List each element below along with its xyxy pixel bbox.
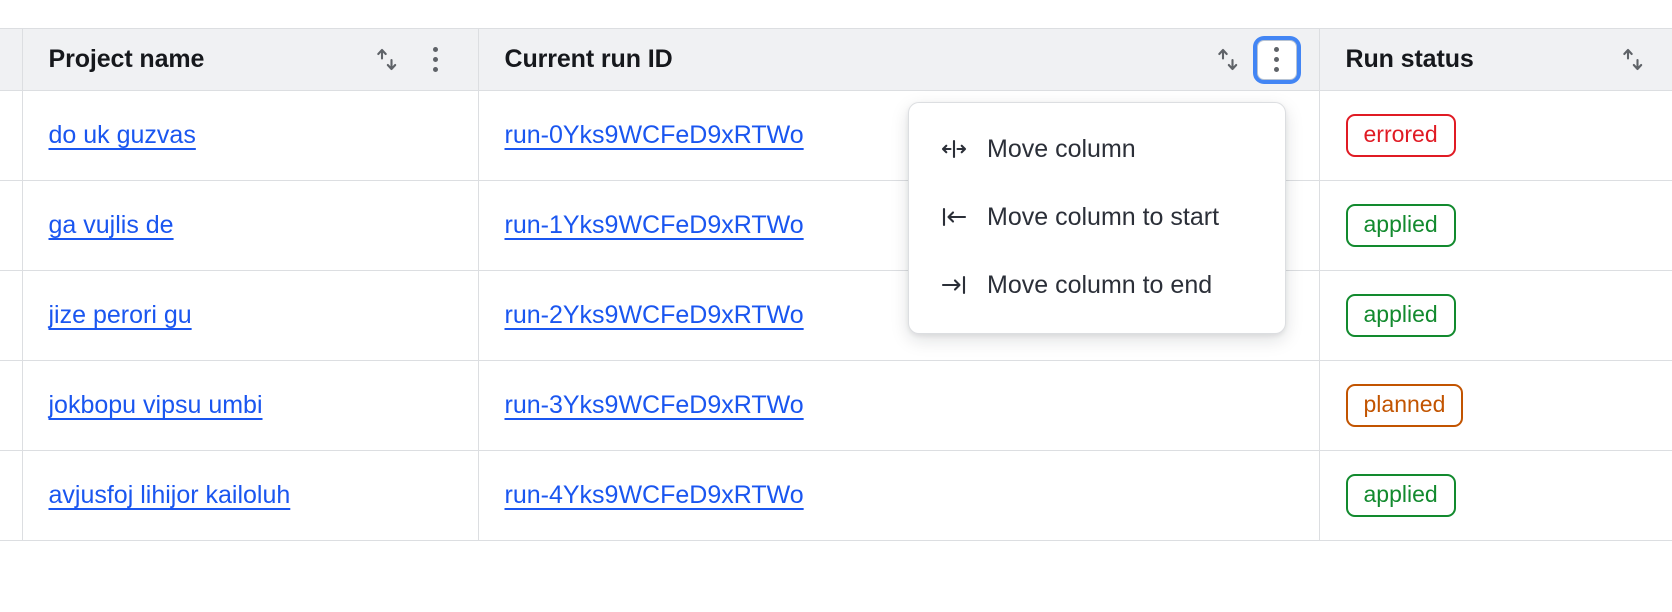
kebab-dots — [1274, 47, 1279, 72]
table-row: ga vujlis de run-1Yks9WCFeD9xRTWo applie… — [0, 180, 1672, 271]
run-id-link[interactable]: run-0Yks9WCFeD9xRTWo — [504, 121, 804, 149]
table-body: do uk guzvas run-0Yks9WCFeD9xRTWo errore… — [0, 90, 1672, 541]
cell-current-run-id: run-4Yks9WCFeD9xRTWo — [478, 450, 1320, 541]
run-id-link[interactable]: run-4Yks9WCFeD9xRTWo — [504, 481, 804, 509]
status-badge: applied — [1345, 473, 1456, 518]
cell-project-name: avjusfoj lihijor kailoluh — [22, 450, 479, 541]
cell-run-status: applied — [1319, 180, 1672, 271]
row-select-cell[interactable] — [0, 180, 23, 271]
project-name-link[interactable]: avjusfoj lihijor kailoluh — [48, 481, 291, 509]
status-badge: errored — [1345, 113, 1456, 158]
column-header-label-run-status: Run status — [1345, 45, 1474, 73]
project-name-link[interactable]: do uk guzvas — [48, 121, 196, 149]
project-name-link[interactable]: ga vujlis de — [48, 211, 174, 239]
cell-project-name: ga vujlis de — [22, 180, 479, 271]
column-header-label-current-run-id: Current run ID — [504, 45, 673, 73]
cell-run-status: planned — [1319, 360, 1672, 451]
run-id-link[interactable]: run-1Yks9WCFeD9xRTWo — [504, 211, 804, 239]
sort-icon[interactable] — [370, 43, 404, 77]
table-header-row: Project name — [0, 28, 1672, 91]
cell-project-name: do uk guzvas — [22, 90, 479, 181]
menu-item-move-column-to-start[interactable]: Move column to start — [909, 183, 1285, 251]
project-name-link[interactable]: jize perori gu — [48, 301, 192, 329]
status-badge: applied — [1345, 203, 1456, 248]
menu-item-label: Move column to start — [987, 202, 1220, 231]
kebab-dots — [433, 47, 438, 72]
column-header-label-project-name: Project name — [48, 45, 205, 73]
menu-item-label: Move column — [987, 134, 1136, 163]
column-header-tools-run-status — [1616, 43, 1650, 77]
cell-project-name: jokbopu vipsu umbi — [22, 360, 479, 451]
table-header: Project name — [0, 28, 1672, 91]
cell-current-run-id: run-3Yks9WCFeD9xRTWo — [478, 360, 1320, 451]
row-select-cell[interactable] — [0, 90, 23, 181]
table-row: avjusfoj lihijor kailoluh run-4Yks9WCFeD… — [0, 450, 1672, 541]
cell-run-status: errored — [1319, 90, 1672, 181]
kebab-dot — [1274, 67, 1279, 72]
kebab-dot — [433, 57, 438, 62]
row-select-cell[interactable] — [0, 270, 23, 361]
column-header-project-name: Project name — [22, 28, 479, 91]
cell-run-status: applied — [1319, 450, 1672, 541]
kebab-dot — [1274, 57, 1279, 62]
menu-item-move-column-to-end[interactable]: Move column to end — [909, 251, 1285, 319]
row-select-cell[interactable] — [0, 360, 23, 451]
cell-project-name: jize perori gu — [22, 270, 479, 361]
column-header-select — [0, 28, 23, 91]
menu-item-label: Move column to end — [987, 270, 1213, 299]
sort-icon[interactable] — [1211, 43, 1245, 77]
run-id-link[interactable]: run-3Yks9WCFeD9xRTWo — [504, 391, 804, 419]
column-header-tools-current-run-id — [1211, 39, 1297, 80]
move-column-to-start-icon — [939, 204, 969, 230]
sort-icon[interactable] — [1616, 43, 1650, 77]
table-row: jize perori gu run-2Yks9WCFeD9xRTWo appl… — [0, 270, 1672, 361]
kebab-dot — [433, 47, 438, 52]
status-badge: planned — [1345, 383, 1464, 428]
row-select-cell[interactable] — [0, 450, 23, 541]
move-column-icon — [939, 136, 969, 162]
column-header-current-run-id: Current run ID — [478, 28, 1320, 91]
run-id-link[interactable]: run-2Yks9WCFeD9xRTWo — [504, 301, 804, 329]
projects-table: Project name — [0, 28, 1672, 541]
column-header-run-status: Run status — [1319, 28, 1672, 91]
column-options-menu: Move column Move column to start Move co… — [908, 102, 1286, 334]
more-options-icon-current-run-id[interactable] — [1256, 39, 1297, 80]
kebab-dot — [1274, 47, 1279, 52]
move-column-to-end-icon — [939, 272, 969, 298]
table-row: jokbopu vipsu umbi run-3Yks9WCFeD9xRTWo … — [0, 360, 1672, 451]
kebab-dot — [433, 67, 438, 72]
project-name-link[interactable]: jokbopu vipsu umbi — [48, 391, 263, 419]
menu-item-move-column[interactable]: Move column — [909, 115, 1285, 183]
more-options-icon-project-name[interactable] — [416, 40, 456, 80]
column-header-tools-project-name — [370, 40, 456, 80]
status-badge: applied — [1345, 293, 1456, 338]
cell-run-status: applied — [1319, 270, 1672, 361]
table-row: do uk guzvas run-0Yks9WCFeD9xRTWo errore… — [0, 90, 1672, 181]
